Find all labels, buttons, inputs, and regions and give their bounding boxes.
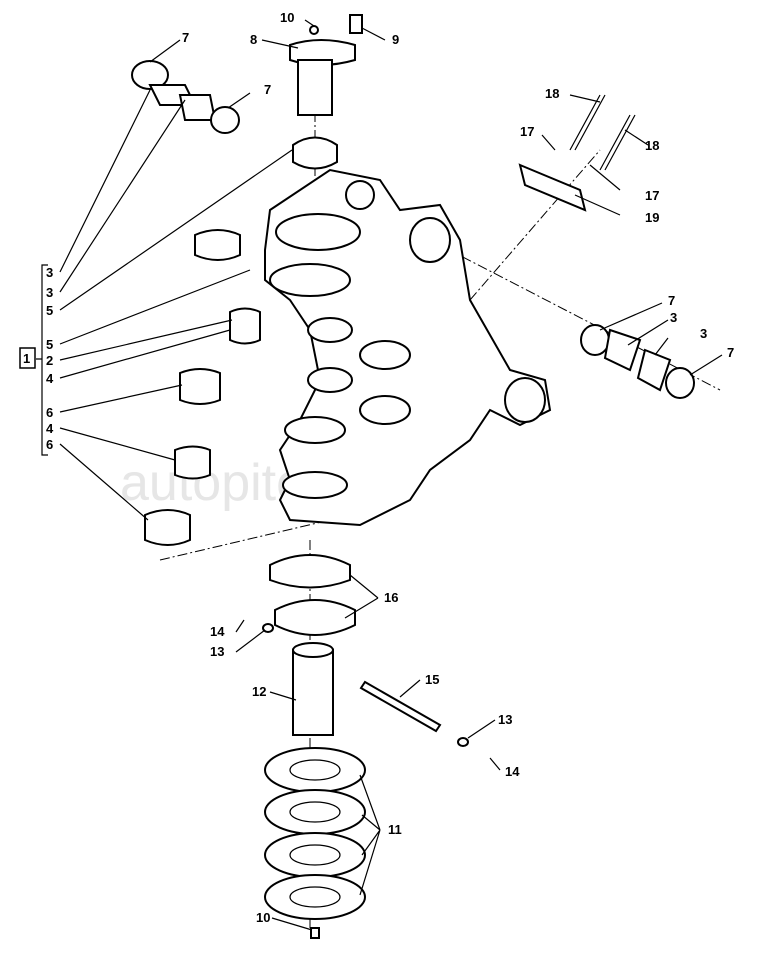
callout-label: 5 (46, 337, 53, 352)
callout-label: 19 (645, 210, 659, 225)
callout-label: 3 (46, 285, 53, 300)
callout-label: 11 (388, 822, 402, 837)
callout-label: 18 (545, 86, 559, 101)
callout-label: 3 (46, 265, 53, 280)
callout-label: 10 (256, 910, 270, 925)
bushings-left (131, 60, 261, 546)
bolts-and-plate (518, 94, 636, 212)
swing-frame (264, 168, 552, 527)
callout-label: 7 (668, 293, 675, 308)
callout-label: 2 (46, 353, 53, 368)
callout-label: 5 (46, 303, 53, 318)
assembly-label: 1 (23, 351, 30, 366)
bushings-right (580, 324, 695, 399)
callouts: 7 8 10 9 7 18 18 17 17 19 7 3 3 7 16 14 … (182, 10, 734, 925)
callout-label: 13 (498, 712, 512, 727)
lower-parts (262, 554, 469, 939)
callout-label: 9 (392, 32, 399, 47)
callout-label: 7 (182, 30, 189, 45)
leader-lines (59, 19, 723, 931)
assembly-box (19, 347, 36, 369)
callout-label: 4 (46, 371, 54, 386)
callout-label: 7 (727, 345, 734, 360)
top-pin (289, 14, 363, 170)
callout-label: 4 (46, 421, 54, 436)
callout-label: 13 (210, 644, 224, 659)
callout-label: 10 (280, 10, 294, 25)
callout-label: 17 (645, 188, 659, 203)
callout-label: 14 (210, 624, 225, 639)
callout-label: 6 (46, 405, 53, 420)
callout-label: 12 (252, 684, 266, 699)
callout-label: 3 (670, 310, 677, 325)
callout-label: 18 (645, 138, 659, 153)
callout-label: 3 (700, 326, 707, 341)
assembly-bracket: 1 3 3 5 5 2 4 6 4 6 (19, 264, 54, 456)
callout-label: 16 (384, 590, 398, 605)
callout-label: 15 (425, 672, 439, 687)
callout-label: 6 (46, 437, 53, 452)
callout-label: 14 (505, 764, 520, 779)
callout-label: 7 (264, 82, 271, 97)
callout-label: 8 (250, 32, 257, 47)
callout-label: 17 (520, 124, 534, 139)
